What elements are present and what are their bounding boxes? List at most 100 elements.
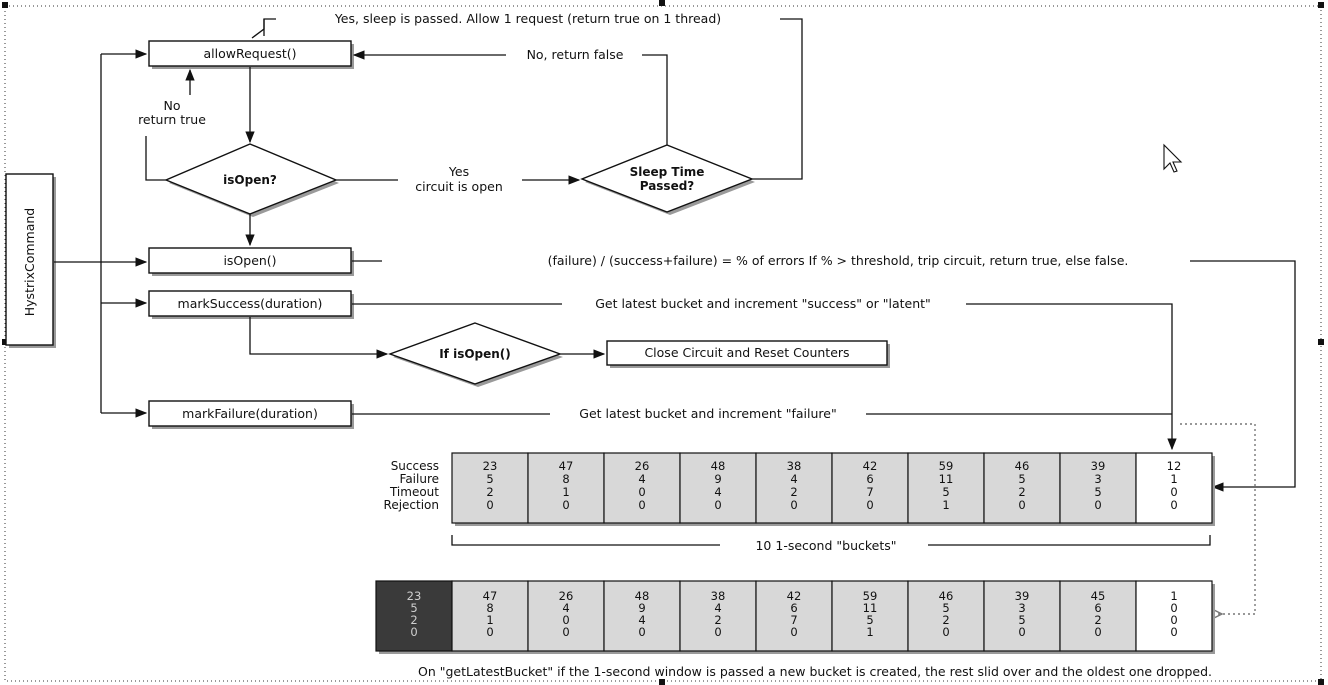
no-label: No (164, 98, 181, 113)
bucket-value: 2 (942, 613, 949, 627)
bucket-value: 5 (942, 601, 949, 615)
bucket-cell (451, 580, 529, 652)
bucket-cell (451, 452, 529, 524)
edge-success-to-bucket (966, 303, 1177, 451)
bucket-value: 59 (863, 589, 878, 603)
resize-handle[interactable] (1318, 339, 1324, 345)
is-open-method-node: isOpen() (148, 247, 354, 276)
dropped-bucket-cell (375, 580, 453, 652)
allow-request-label: allowRequest() (203, 46, 296, 61)
bucket-cell (755, 452, 833, 524)
error-formula-label: (failure) / (success+failure) = % of err… (548, 253, 1129, 268)
yes-label: Yes (448, 164, 469, 179)
bucket-value: 2 (1018, 485, 1025, 499)
bucket-value: 4 (562, 601, 569, 615)
resize-handle[interactable] (1318, 2, 1324, 8)
bucket-cell (831, 580, 909, 652)
is-open-method-label: isOpen() (223, 253, 276, 268)
bucket-value: 11 (863, 601, 878, 615)
bucket-value: 0 (1018, 498, 1025, 512)
bucket-row-label: Timeout (389, 485, 439, 499)
next-bucket-window: 2352047810264004894038420426705911514652… (375, 580, 1215, 654)
bucket-value: 48 (635, 589, 650, 603)
bucket-value: 0 (562, 625, 569, 639)
no-return-false-label: No, return false (527, 47, 624, 62)
bucket-value: 0 (1094, 625, 1101, 639)
close-circuit-node: Close Circuit and Reset Counters (606, 340, 890, 368)
bucket-value: 38 (711, 589, 726, 603)
bucket-value: 0 (486, 625, 493, 639)
if-is-open-label: If isOpen() (439, 347, 511, 361)
footer-caption: On "getLatestBucket" if the 1-second win… (418, 664, 1212, 679)
bucket-value: 4 (638, 472, 645, 486)
edge-yes-sleep-a (752, 18, 803, 180)
window-caption: 10 1-second "buckets" (755, 538, 896, 553)
bucket-value: 2 (714, 613, 721, 627)
bucket-cell (603, 452, 681, 524)
return-true-label: return true (138, 112, 206, 127)
bucket-value: 26 (559, 589, 574, 603)
resize-handle[interactable] (2, 2, 8, 8)
window-bracket-left (451, 535, 720, 546)
bucket-value: 46 (1015, 459, 1030, 473)
bucket-row-label: Failure (400, 472, 439, 486)
mark-failure-label: markFailure(duration) (182, 406, 318, 421)
bucket-cell (527, 452, 605, 524)
bucket-value: 48 (711, 459, 726, 473)
edge-no-false-a (642, 54, 668, 145)
resize-handle[interactable] (659, 679, 665, 685)
bucket-value: 0 (638, 625, 645, 639)
bucket-value: 59 (939, 459, 954, 473)
resize-handle[interactable] (659, 0, 665, 6)
bucket-value: 0 (790, 498, 797, 512)
bucket-value: 1 (1170, 589, 1177, 603)
bucket-value: 0 (866, 498, 873, 512)
mark-success-label: markSuccess(duration) (178, 296, 323, 311)
edge-formula-to-bucket (1190, 260, 1296, 492)
yes-sleep-passed-label: Yes, sleep is passed. Allow 1 request (r… (334, 11, 721, 26)
edge-no-loop-a (145, 136, 166, 181)
resize-handle[interactable] (1318, 679, 1324, 685)
sleep-time-label-1: Sleep Time (630, 165, 705, 179)
bucket-value: 4 (638, 613, 645, 627)
success-increment-label: Get latest bucket and increment "success… (595, 296, 931, 311)
bucket-value: 3 (1094, 472, 1101, 486)
bucket-value: 42 (863, 459, 878, 473)
bucket-value: 6 (1094, 601, 1101, 615)
bucket-value: 4 (714, 601, 721, 615)
bucket-value: 3 (1018, 601, 1025, 615)
bucket-cell (603, 580, 681, 652)
bucket-value: 1 (866, 625, 873, 639)
bucket-value: 46 (939, 589, 954, 603)
bucket-value: 0 (410, 625, 417, 639)
bucket-value: 0 (638, 485, 645, 499)
bucket-value: 0 (1170, 625, 1177, 639)
dotted-transition-edge (1180, 423, 1256, 615)
circuit-open-label: circuit is open (415, 179, 503, 194)
bucket-row-label: Rejection (384, 498, 439, 512)
sleep-time-decision: Sleep Time Passed? (580, 144, 755, 215)
bucket-value: 5 (1094, 485, 1101, 499)
bucket-value: 2 (1094, 613, 1101, 627)
bucket-value: 9 (714, 472, 721, 486)
resize-handle[interactable] (2, 339, 8, 345)
bucket-value: 8 (562, 472, 569, 486)
bucket-value: 26 (635, 459, 650, 473)
bucket-value: 5 (942, 485, 949, 499)
dotted-transition-arrowhead (1213, 609, 1224, 619)
bucket-value: 47 (559, 459, 574, 473)
bucket-value: 0 (562, 613, 569, 627)
bucket-value: 0 (1018, 625, 1025, 639)
bucket-value: 11 (939, 472, 954, 486)
bucket-cell (1059, 452, 1137, 524)
bucket-value: 45 (1091, 589, 1106, 603)
bucket-cell (1135, 452, 1213, 524)
bucket-value: 0 (714, 625, 721, 639)
bucket-value: 7 (866, 485, 873, 499)
bucket-cell (907, 452, 985, 524)
bucket-value: 0 (562, 498, 569, 512)
bucket-value: 39 (1015, 589, 1030, 603)
bucket-value: 0 (486, 498, 493, 512)
mark-failure-node: markFailure(duration) (148, 400, 354, 429)
